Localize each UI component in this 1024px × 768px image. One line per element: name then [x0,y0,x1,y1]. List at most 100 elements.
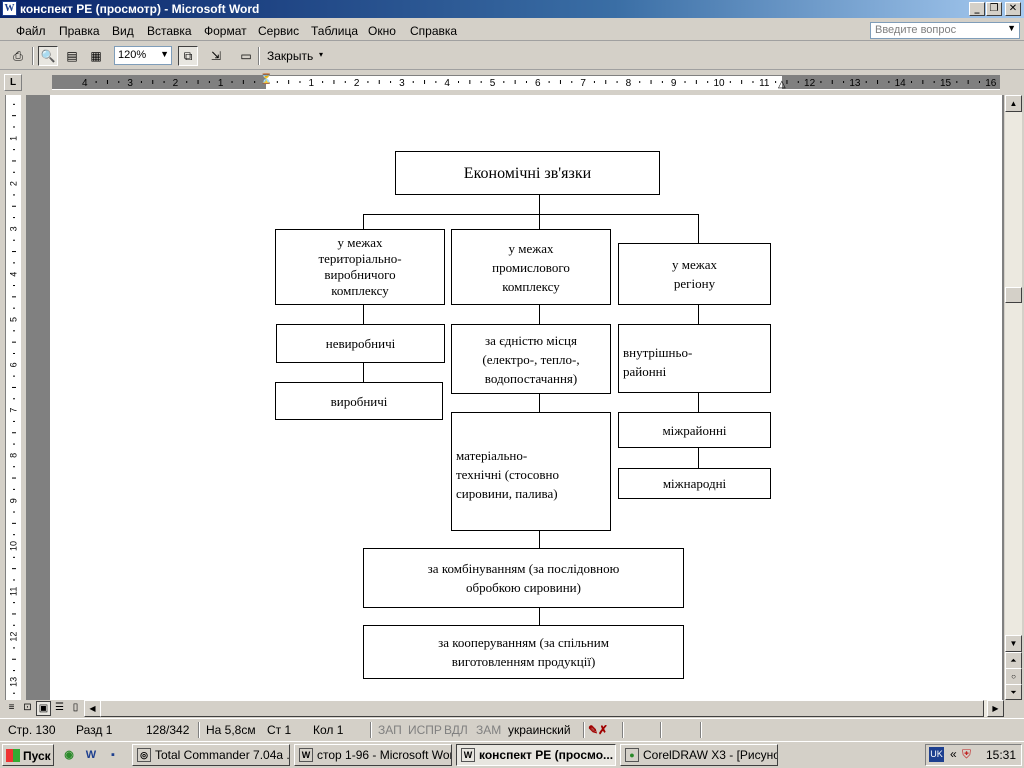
tab-selector[interactable]: L [4,74,22,91]
task-coreldraw[interactable]: ● CorelDRAW X3 - [Рисуно... [620,744,778,766]
next-page-icon[interactable]: ⏷ [1005,684,1022,700]
menu-table[interactable]: Таблица [311,24,359,38]
box-text: матеріально- [456,448,528,463]
full-screen-icon[interactable]: ▭ [240,49,252,63]
header-industrial-box: у межах промислового комплексу [451,229,611,305]
unity-of-place-box: за єдністю місця (електро-, тепло-, водо… [451,324,611,394]
close-button[interactable]: ✕ [1005,2,1021,16]
previous-page-icon[interactable]: ⏶ [1005,652,1022,669]
chevron-down-icon[interactable]: ▼ [1007,23,1016,33]
view-ruler-icon[interactable]: ⧉ [178,46,198,66]
task-label: Total Commander 7.04a ... [155,748,290,762]
box-text: виробничого [324,267,396,282]
restore-button[interactable]: ❐ [986,2,1002,16]
ruler-number: 14 [895,78,907,89]
connector-line [539,194,540,214]
material-technical-box: матеріально- технічні (стосовно сировини… [451,412,611,531]
box-text: за кооперуванням (за спільним [438,635,609,650]
connector-line [539,530,540,548]
menu-help[interactable]: Справка [410,24,458,38]
status-track-changes[interactable]: ИСПР [408,723,442,737]
scroll-up-icon[interactable]: ▲ [1005,95,1022,112]
status-bar: Стр. 130 Разд 1 128/342 На 5,8см Ст 1 Ко… [0,718,1024,740]
ruler-number: 2 [173,78,179,89]
diagram-root-label: Економічні зв'язки [463,164,592,182]
menu-view[interactable]: Вид [112,24,134,38]
select-browse-object-icon[interactable]: ○ [1005,668,1022,685]
zoom-select[interactable]: 120% ▼ [114,46,172,65]
language-indicator[interactable]: UK [929,747,944,762]
menu-window[interactable]: Окно [368,24,396,38]
vertical-scroll-thumb[interactable] [1005,287,1022,303]
minimize-button[interactable]: _ [969,2,985,16]
close-preview-button[interactable]: Закрыть [267,49,314,63]
ruler-number: 2 [354,78,360,89]
scroll-right-icon[interactable]: ▶ [987,700,1004,717]
task-word-konspekt[interactable]: W конспект РЕ (просмо... [456,744,616,766]
spelling-check-icon[interactable]: ✎✗ [588,723,609,737]
clock[interactable]: 15:31 [986,748,1017,762]
ask-question-box[interactable]: Введите вопрос ▼ [870,22,1020,39]
print-icon[interactable]: ⎙ [13,49,23,63]
outline-view-icon[interactable]: ☰ [55,702,64,713]
magnifier-icon[interactable]: 🔍 [38,46,58,66]
ruler-number: 11 [759,78,770,89]
menu-insert[interactable]: Вставка [147,24,192,38]
vertical-scrollbar[interactable]: ▲ ▼ ⏶ ○ ⏷ [1005,95,1022,700]
start-button[interactable]: Пуск [2,744,54,766]
status-language: украинский [508,723,571,737]
antivirus-tray-icon[interactable]: ⛨ [962,747,972,761]
preview-toolbar: ⎙ 🔍 ▤ ▦ 120% ▼ ⧉ ⇲ ▭ Закрыть ▾ [0,42,1024,70]
menu-bar: Файл Правка Вид Вставка Формат Сервис Та… [0,20,1024,41]
menu-format[interactable]: Формат [204,24,247,38]
ruler-number: 7 [8,408,18,413]
total-commander-icon: ◎ [137,748,151,762]
horizontal-scroll-thumb[interactable] [100,700,984,717]
first-line-indent-marker[interactable]: ⏳ [260,74,273,85]
right-indent-marker[interactable]: △ [778,79,786,90]
diagram-root-box: Економічні зв'язки [395,151,660,195]
reading-layout-icon[interactable]: ▯ [72,702,79,713]
print-layout-icon[interactable]: ▣ [36,701,51,716]
page[interactable]: Економічні зв'язки у межах територіально… [50,95,1002,700]
shrink-to-fit-icon[interactable]: ⇲ [210,49,222,63]
status-extend[interactable]: ВДЛ [444,723,468,737]
task-word-stor[interactable]: W стор 1-96 - Microsoft Word [294,744,452,766]
task-total-commander[interactable]: ◎ Total Commander 7.04a ... [132,744,290,766]
browser-quicklaunch-icon[interactable]: ◉ [64,749,74,761]
scroll-left-icon[interactable]: ◀ [84,700,101,717]
box-text: обробкою сировини) [466,580,581,595]
combination-box: за комбінуванням (за послідовною обробко… [363,548,684,608]
status-record[interactable]: ЗАП [378,723,402,737]
tray-expand-icon[interactable]: « [950,747,957,761]
connector-line [539,607,540,625]
box-text: невиробничі [325,336,396,351]
horizontal-scrollbar[interactable]: ◀ ▶ [84,700,1004,717]
word-app-icon[interactable]: W [2,1,17,16]
box-text: у межах [672,257,717,272]
status-overtype[interactable]: ЗАМ [476,723,502,737]
menu-file[interactable]: Файл [16,24,46,38]
box-text: у межах [337,235,383,250]
box-text: регіону [673,276,716,291]
normal-view-icon[interactable]: ≡ [8,702,15,713]
word-quicklaunch-icon[interactable]: W [85,749,97,761]
save-quicklaunch-icon[interactable]: ▪ [111,749,115,761]
header-territorial-box: у межах територіально- виробничого компл… [275,229,445,305]
one-page-icon[interactable]: ▤ [66,49,78,63]
multiple-pages-icon[interactable]: ▦ [90,49,102,63]
chevron-down-icon[interactable]: ▼ [160,49,169,59]
menu-edit[interactable]: Правка [59,24,100,38]
toolbar-options-icon[interactable]: ▾ [319,50,324,59]
title-bar: W конспект РЕ (просмотр) - Microsoft Wor… [0,0,1024,18]
menu-tools[interactable]: Сервис [258,24,300,38]
scroll-down-icon[interactable]: ▼ [1005,635,1022,652]
ruler-number: 3 [399,78,405,89]
web-layout-icon[interactable]: ⊡ [23,702,32,713]
connector-line [363,214,364,229]
windows-logo-icon [6,749,20,762]
